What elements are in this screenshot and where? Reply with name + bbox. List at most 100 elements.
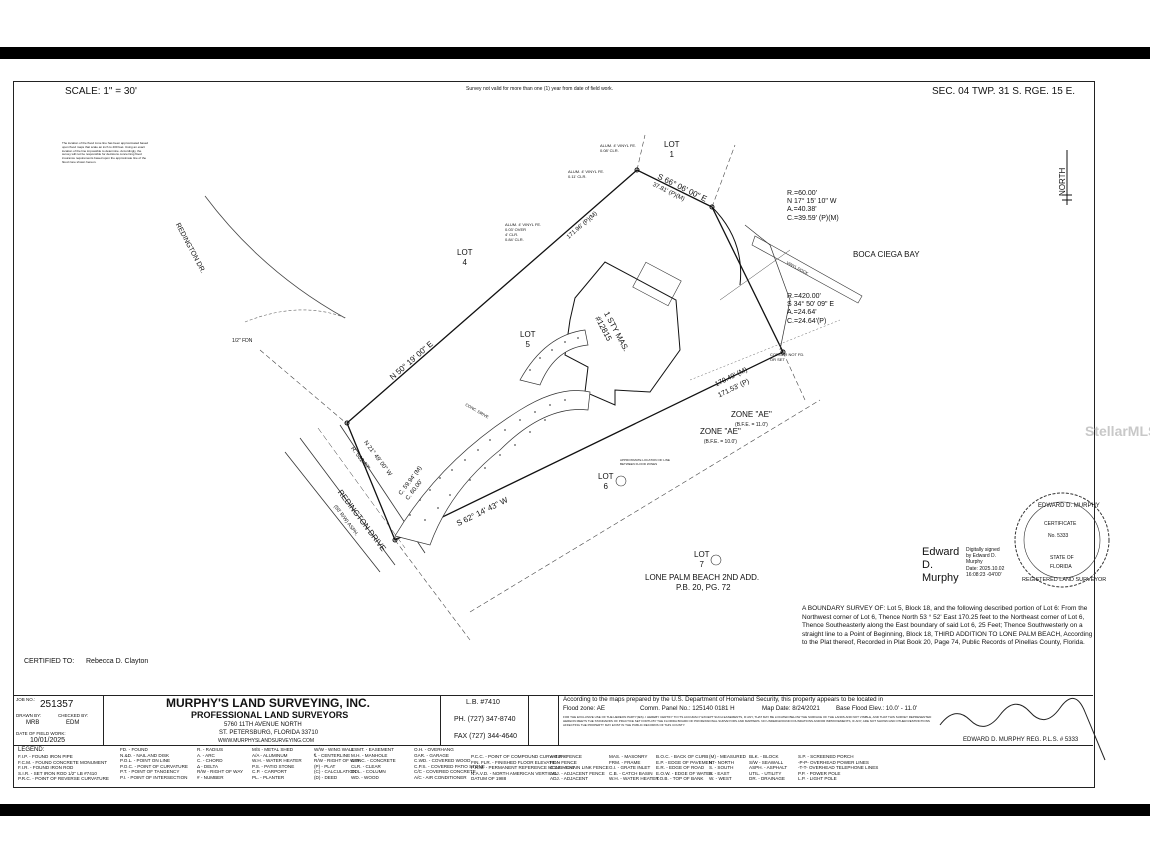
legend-entry: B.O.C. - BACK OF CURB	[656, 754, 709, 759]
legend-entry: A/A - ALUMINUM	[252, 752, 288, 758]
legend-column: S.P. - SCREENED PORCH-P-P- OVERHEAD POWE…	[798, 754, 878, 782]
legend-entry: W. - WEST	[709, 776, 732, 782]
legend-entry: (P) - PLAT	[314, 763, 336, 769]
seal-top-text: EDWARD D. MURPHY	[1038, 503, 1100, 509]
date-label: DATE OF FIELD WORK:	[16, 731, 66, 736]
legend-entry: (D) - DEED	[314, 774, 338, 780]
surveyor-registration: EDWARD D. MURPHY REG. P.L.S. # 5333	[963, 737, 1079, 743]
phone: PH. (727) 347-8740	[454, 716, 516, 723]
legend-entry: M.H. - MANHOLE	[351, 752, 388, 758]
legend-entry: WD. - WOOD	[351, 774, 379, 780]
corner-note: CORNER NOT FD. OR SET	[770, 352, 805, 362]
legend-entry: W.H. - WATER HEATER	[252, 758, 302, 764]
certified-to-label: CERTIFIED TO:	[24, 658, 75, 665]
legend-entry: FD. - FOUND	[120, 747, 148, 752]
legend-entry: C.L.F. - CHAIN LINK FENCE	[550, 765, 609, 771]
company-website: WWW.MURPHYSLANDSURVEYING.COM	[218, 738, 315, 744]
legend-entry: P.R.C. - POINT OF REVERSE CURVATURE	[18, 776, 109, 782]
stellar-mls-watermark: StellarMLS	[1085, 423, 1150, 439]
certification-fine-print: FOR THE EXCLUSIVE USE OF THE HEREON PART…	[563, 715, 932, 727]
legend-title: LEGEND:	[18, 747, 45, 753]
legend-entry: (M) - MEASURED	[709, 754, 747, 759]
north-label: NORTH	[1058, 167, 1067, 196]
legend-entry: R/W - RIGHT OF WAY	[197, 769, 244, 775]
title-block-top-rule	[13, 695, 1093, 696]
legend-entry: FIN. FLR. - FINISHED FLOOR ELEVATION	[471, 759, 560, 765]
legend-entry: P.C.C. - POINT OF COMPOUND CURVATURE	[471, 754, 568, 759]
zone-ae-1: ZONE "AE"(B.F.E. = 10.0')	[700, 427, 741, 445]
drawn-by-label: DRAWN BY:	[16, 713, 42, 718]
legend-entry: MAS. - MASONRY	[609, 754, 648, 759]
plat-name: LONE PALM BEACH 2ND ADD.	[645, 573, 760, 582]
legend-entry: G.I. - GRATE INLET	[609, 765, 651, 771]
legend-entry: N. - NORTH	[709, 759, 734, 765]
legend-entry: P.T. - POINT OF TANGENCY	[120, 769, 180, 775]
legend-entry: CLR. - CLEAR	[351, 763, 381, 769]
fence-label-1: ALUM. 4' VINYL FE.0.08' CLR.	[600, 143, 637, 153]
drawn-by: MRB	[26, 720, 40, 726]
legend-entry: DATUM OF 1988	[471, 776, 507, 782]
seal-certificate: CERTIFICATE	[1044, 521, 1077, 527]
legend-entry: P.O.L. - POINT ON LINE	[120, 758, 171, 764]
legend-entry: GAR. - GARAGE	[414, 752, 449, 758]
legend-entry: A.B.F. - FENCE	[550, 754, 582, 759]
company-name: MURPHY'S LAND SURVEYING, INC.	[166, 696, 370, 710]
legend-entry: S.P. - SCREENED PORCH	[798, 754, 854, 759]
comm-panel: Comm. Panel No.: 125140 0181 H	[640, 705, 735, 712]
legend-entry: A. - ARC	[197, 752, 215, 758]
legend-entry: # - NUMBER	[197, 774, 224, 780]
legend-entry: E.P. - EDGE OF PAVEMENT	[656, 759, 715, 765]
legal-description: A BOUNDARY SURVEY OF: Lot 5, Block 18, a…	[802, 605, 1093, 646]
top-black-bar	[0, 47, 1150, 59]
job-no: 251357	[40, 699, 74, 710]
legend-entry: E. - EAST	[709, 770, 730, 776]
legend-entry: C.WD. - COVERED WOOD	[414, 758, 471, 764]
seal-number: No. 5333	[1048, 533, 1069, 539]
checked-by-label: CHECKED BY:	[58, 713, 89, 718]
legend-entry: R/W - RIGHT OF WAY	[314, 758, 361, 764]
lb-number: L.B. #7410	[466, 699, 500, 706]
legend-entry: BLK. - BLOCK	[749, 754, 779, 759]
legend-entry: FE. - FENCE	[550, 759, 577, 765]
legend-entry: P.I. - POINT OF INTERSECTION	[120, 774, 188, 780]
certified-to-name: Rebecca D. Clayton	[86, 658, 149, 665]
legend-entry: W/W - WING WALL	[314, 747, 355, 752]
seal-state-of: STATE OF	[1050, 555, 1074, 561]
legend-entry: COL. - COLUMN	[351, 769, 386, 775]
legend-entry: L.P. - LIGHT POLE	[798, 776, 837, 782]
checked-by: EDM	[66, 720, 80, 726]
legend-entry: F.I.P. - FOUND IRON PIPE	[18, 754, 73, 759]
fence-label-2: ALUM. 4' VINYL FE.0.11' CLR.	[568, 169, 605, 179]
scale-label: SCALE: 1" = 30'	[65, 86, 137, 97]
company-address-2: ST. PETERSBURG, FLORIDA 33710	[219, 730, 319, 736]
legend-entry: C.P. - CARPORT	[252, 769, 287, 775]
boca-ciega-bay-label: BOCA CIEGA BAY	[853, 250, 920, 259]
legend-entry: E.R. - EDGE OF ROAD	[656, 765, 705, 771]
legend-entry: ESMT. - EASEMENT	[351, 747, 394, 752]
flood-approximation-note: The location of the flood zone line has …	[62, 141, 149, 164]
legend-entry: W.H. - WATER HEATER	[609, 776, 659, 782]
legend-entry: CONC. - CONCRETE	[351, 758, 396, 764]
legend-entry: E.O.W. - EDGE OF WATER	[656, 770, 713, 776]
legend-entry: F.I.R. - FOUND IRON ROD	[18, 765, 74, 771]
legend-entry: T.O.B. - TOP OF BANK	[656, 776, 704, 782]
section-label: SEC. 04 TWP. 31 S. RGE. 15 E.	[932, 86, 1076, 97]
plat-book: P.B. 20, PG. 72	[676, 583, 731, 592]
legend-entry: R. - RADIUS	[197, 747, 224, 752]
